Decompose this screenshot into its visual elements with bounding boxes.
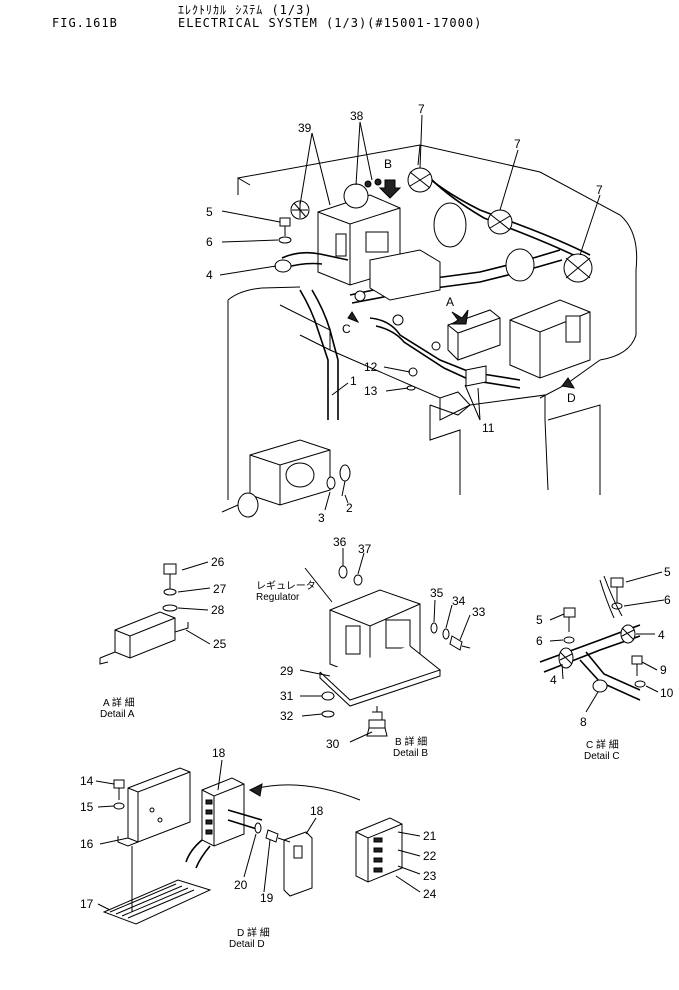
callout-4: 4 (206, 268, 213, 282)
detail-d-drawing (95, 759, 421, 925)
callout-34: 34 (452, 594, 466, 608)
callout-10: 10 (660, 686, 674, 700)
callout-18: 18 (212, 746, 226, 760)
callout-22: 22 (423, 849, 437, 863)
callout-33: 33 (472, 605, 486, 619)
callout-39: 39 (298, 121, 312, 135)
detail-d-caption-japanese: D 詳 細 (237, 926, 270, 939)
callout-7: 7 (596, 183, 603, 197)
callout-29: 29 (280, 664, 294, 678)
callout-37: 37 (358, 542, 372, 556)
callout-32: 32 (280, 709, 294, 723)
callout-6: 6 (664, 593, 671, 607)
connector-7-b (487, 209, 513, 235)
figure-title-japanese: ｴﾚｸﾄﾘｶﾙ ｼｽﾃﾑ (1/3) (178, 3, 313, 17)
detail-b-caption: Detail B (393, 748, 428, 759)
callout-1: 1 (350, 374, 357, 388)
callout-31: 31 (280, 689, 294, 703)
callout-27: 27 (213, 582, 227, 596)
figure-number: FIG.161B (52, 16, 118, 30)
callout-14: 14 (80, 774, 94, 788)
callout-11: 11 (482, 421, 495, 435)
callout-3: 3 (318, 511, 325, 525)
callout-15: 15 (80, 800, 94, 814)
callout-25: 25 (213, 637, 227, 651)
callout-19: 19 (260, 891, 274, 905)
callout-5: 5 (536, 613, 543, 627)
view-letter-a: A (446, 295, 454, 309)
callout-24: 24 (423, 887, 437, 901)
connector-7-a (407, 167, 433, 193)
detail-b-caption-japanese: B 詳 細 (395, 735, 427, 748)
callout-26: 26 (211, 555, 225, 569)
callout-6: 6 (536, 634, 543, 648)
view-letter-c: C (342, 322, 351, 336)
callout-13: 13 (364, 384, 378, 398)
callout-8: 8 (580, 715, 587, 729)
callout-7: 7 (514, 137, 521, 151)
callout-12: 12 (364, 360, 378, 374)
callout-9: 9 (660, 663, 667, 677)
callout-38: 38 (350, 109, 364, 123)
callout-7: 7 (418, 102, 425, 116)
detail-b-drawing (299, 548, 471, 743)
connector-7-c (563, 253, 593, 283)
callout-4: 4 (658, 628, 665, 642)
regulator-label: Regulator (256, 592, 300, 603)
detail-a-caption: Detail A (100, 709, 135, 720)
callout-30: 30 (326, 737, 340, 751)
main-assembly-drawing (221, 144, 638, 518)
callout-5: 5 (206, 205, 213, 219)
callout-36: 36 (333, 535, 347, 549)
view-letter-b: B (384, 157, 392, 171)
callout-18: 18 (310, 804, 324, 818)
callout-28: 28 (211, 603, 225, 617)
view-letter-d: D (567, 391, 576, 405)
detail-c-caption: Detail C (584, 751, 620, 762)
figure-title: ELECTRICAL SYSTEM (1/3)(#15001-17000) (178, 16, 483, 30)
detail-a-drawing (99, 561, 211, 665)
detail-a-caption-japanese: A 詳 細 (103, 696, 135, 709)
detail-d-caption: Detail D (229, 939, 265, 950)
callout-2: 2 (346, 501, 353, 515)
detail-c-caption-japanese: C 詳 細 (586, 738, 619, 751)
regulator-label-japanese: レギュレータ (256, 580, 316, 592)
callout-5: 5 (664, 565, 671, 579)
callout-20: 20 (234, 878, 248, 892)
callout-21: 21 (423, 829, 437, 843)
callout-16: 16 (80, 837, 94, 851)
callout-35: 35 (430, 586, 444, 600)
callout-4: 4 (550, 673, 557, 687)
callout-23: 23 (423, 869, 437, 883)
callout-17: 17 (80, 897, 94, 911)
callout-6: 6 (206, 235, 213, 249)
main-leader-lines (219, 114, 601, 511)
detail-c-drawing (539, 571, 665, 713)
